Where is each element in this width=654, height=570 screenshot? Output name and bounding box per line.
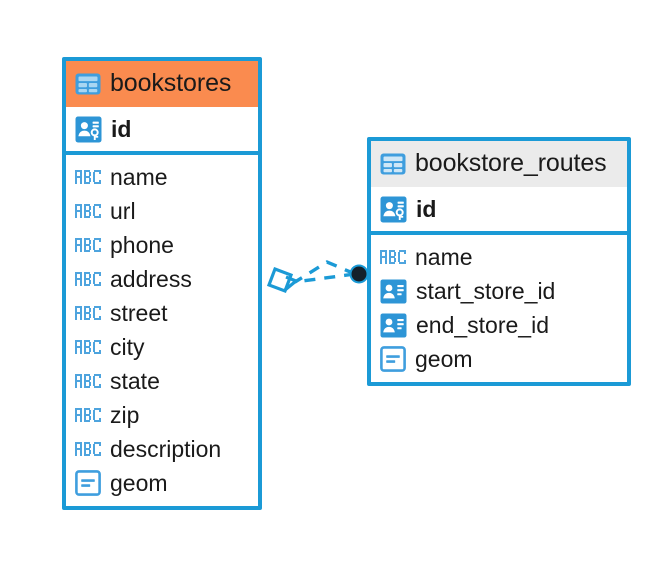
field-label: state xyxy=(110,367,160,394)
field-label: name xyxy=(415,243,473,270)
field-row[interactable]: id xyxy=(66,107,258,151)
relationship-line-upper xyxy=(294,260,356,284)
abc-text-icon xyxy=(380,250,406,264)
field-label: street xyxy=(110,299,168,326)
field-label: end_store_id xyxy=(416,311,549,338)
abc-text-icon xyxy=(75,374,101,388)
entity-bookstore-routes[interactable]: bookstore_routes id xyxy=(367,137,631,386)
field-row-description[interactable]: description xyxy=(66,432,258,466)
field-label: geom xyxy=(110,469,168,496)
field-row-street[interactable]: street xyxy=(66,296,258,330)
table-icon xyxy=(75,73,101,95)
field-label: id xyxy=(416,196,437,222)
field-row-end-store-id[interactable]: end_store_id xyxy=(371,308,627,342)
geometry-icon xyxy=(380,346,406,372)
field-label: id xyxy=(111,116,132,142)
entity-bookstores[interactable]: bookstores id xyxy=(62,57,262,510)
abc-text-icon xyxy=(75,204,101,218)
abc-text-icon xyxy=(75,306,101,320)
primary-key-row-bookstore-routes[interactable]: id xyxy=(371,187,627,235)
field-label: geom xyxy=(415,345,473,372)
field-row-name[interactable]: name xyxy=(371,240,627,274)
abc-text-icon xyxy=(75,340,101,354)
field-row-city[interactable]: city xyxy=(66,330,258,364)
field-label: zip xyxy=(110,401,140,428)
field-label: city xyxy=(110,333,145,360)
foreign-key-icon xyxy=(380,279,407,304)
field-row-zip[interactable]: zip xyxy=(66,398,258,432)
foreign-key-icon xyxy=(380,313,407,338)
field-row-geom[interactable]: geom xyxy=(371,342,627,376)
field-label: url xyxy=(110,197,136,224)
field-row-address[interactable]: address xyxy=(66,262,258,296)
field-row[interactable]: id xyxy=(371,187,627,231)
field-row-phone[interactable]: phone xyxy=(66,228,258,262)
field-label: address xyxy=(110,265,192,292)
primary-key-row-bookstores[interactable]: id xyxy=(66,107,258,155)
table-icon xyxy=(380,153,406,175)
field-label: phone xyxy=(110,231,174,258)
field-list-bookstores: name xyxy=(66,155,258,506)
abc-text-icon xyxy=(75,238,101,252)
diamond-endpoint xyxy=(266,266,300,294)
entity-title-bookstores: bookstores xyxy=(110,69,232,97)
entity-header-bookstores[interactable]: bookstores xyxy=(66,61,258,107)
primary-key-icon xyxy=(75,116,102,143)
abc-text-icon xyxy=(75,408,101,422)
relationship-line-lower xyxy=(294,272,356,284)
field-label: start_store_id xyxy=(416,277,556,304)
abc-text-icon xyxy=(75,272,101,286)
abc-text-icon xyxy=(75,442,101,456)
field-list-bookstore-routes: name start_store_id xyxy=(371,235,627,382)
field-label: description xyxy=(110,435,222,462)
field-row-name[interactable]: name xyxy=(66,160,258,194)
entity-title-bookstore-routes: bookstore_routes xyxy=(415,149,607,177)
relationship-connector[interactable] xyxy=(255,240,380,320)
primary-key-icon xyxy=(380,196,407,223)
abc-text-icon xyxy=(75,170,101,184)
field-row-url[interactable]: url xyxy=(66,194,258,228)
entity-header-bookstore-routes[interactable]: bookstore_routes xyxy=(371,141,627,187)
field-row-geom[interactable]: geom xyxy=(66,466,258,500)
geometry-icon xyxy=(75,470,101,496)
field-row-state[interactable]: state xyxy=(66,364,258,398)
field-label: name xyxy=(110,163,168,190)
circle-endpoint xyxy=(349,264,369,284)
field-row-start-store-id[interactable]: start_store_id xyxy=(371,274,627,308)
